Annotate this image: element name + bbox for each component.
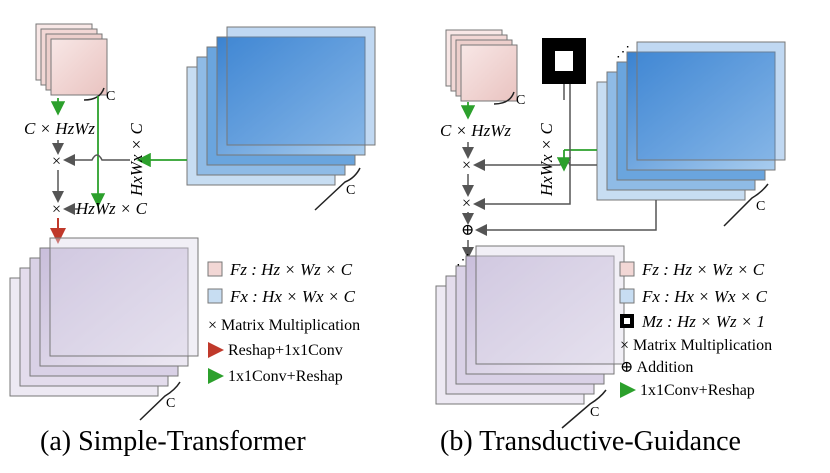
search-channel-label-b: C bbox=[756, 199, 765, 214]
legend-b-matmul: × Matrix Multiplication bbox=[620, 337, 772, 354]
legend-a-reshape-conv: Reshap+1x1Conv bbox=[228, 342, 343, 359]
dim-hxwx-c-b: HxWx × C bbox=[537, 122, 556, 197]
template-channel-label-b: C bbox=[516, 93, 525, 108]
legend-b-fz: Fz : Hz × Wz × C bbox=[641, 260, 765, 279]
legend-b-addition: ⊕ Addition bbox=[620, 359, 693, 376]
legend-a: Fz : Hz × Wz × C Fx : Hx × Wx × C × Matr… bbox=[207, 260, 360, 385]
panel-a: C ⋰ C C × HzWz × × HxWx × C bbox=[9, 23, 376, 457]
addition-op-b: ⊕ bbox=[461, 222, 474, 239]
matmul-op-2: × bbox=[52, 201, 61, 218]
template-feature-stack: C bbox=[35, 23, 115, 104]
search-channel-label: C bbox=[346, 183, 355, 198]
legend-b: Fz : Hz × Wz × C Fx : Hx × Wx × C Mz : H… bbox=[619, 260, 772, 399]
output-feature-stack: ⋰ C bbox=[9, 237, 199, 421]
dim-c-hzwz: C × HzWz bbox=[24, 119, 95, 138]
legend-a-fz: Fz : Hz × Wz × C bbox=[229, 260, 353, 279]
legend-a-fx: Fx : Hx × Wx × C bbox=[229, 287, 356, 306]
output-feature-stack-b: ⋰ C bbox=[435, 245, 625, 429]
matmul-op-b1: × bbox=[462, 157, 471, 174]
search-feature-stack-b: ⋰ C bbox=[596, 41, 786, 227]
output-channel-label-b: C bbox=[590, 405, 599, 420]
matmul-op-b2: × bbox=[462, 195, 471, 212]
caption-b: (b) Transductive-Guidance bbox=[440, 426, 741, 457]
search-feature-stack: ⋰ C bbox=[186, 26, 376, 211]
legend-a-matmul: × Matrix Multiplication bbox=[208, 317, 360, 334]
mask-icon bbox=[542, 38, 586, 84]
legend-b-conv-reshape: 1x1Conv+Reshap bbox=[640, 382, 755, 399]
caption-a: (a) Simple-Transformer bbox=[40, 426, 306, 457]
panel-b: C ⋰ C C × HzWz × × ⊕ bbox=[435, 29, 786, 457]
legend-b-mz: Mz : Hz × Wz × 1 bbox=[641, 312, 765, 331]
matmul-op-1: × bbox=[52, 153, 61, 170]
template-channel-label: C bbox=[106, 89, 115, 104]
output-channel-label: C bbox=[166, 396, 175, 411]
legend-b-fx: Fx : Hx × Wx × C bbox=[641, 287, 768, 306]
template-feature-stack-b: C bbox=[445, 29, 525, 108]
dim-c-hzwz-b: C × HzWz bbox=[440, 121, 511, 140]
dim-hxwx-c: HxWx × C bbox=[127, 122, 146, 197]
legend-a-conv-reshape: 1x1Conv+Reshap bbox=[228, 368, 343, 385]
dim-hzwz-c: HzWz × C bbox=[75, 199, 148, 218]
